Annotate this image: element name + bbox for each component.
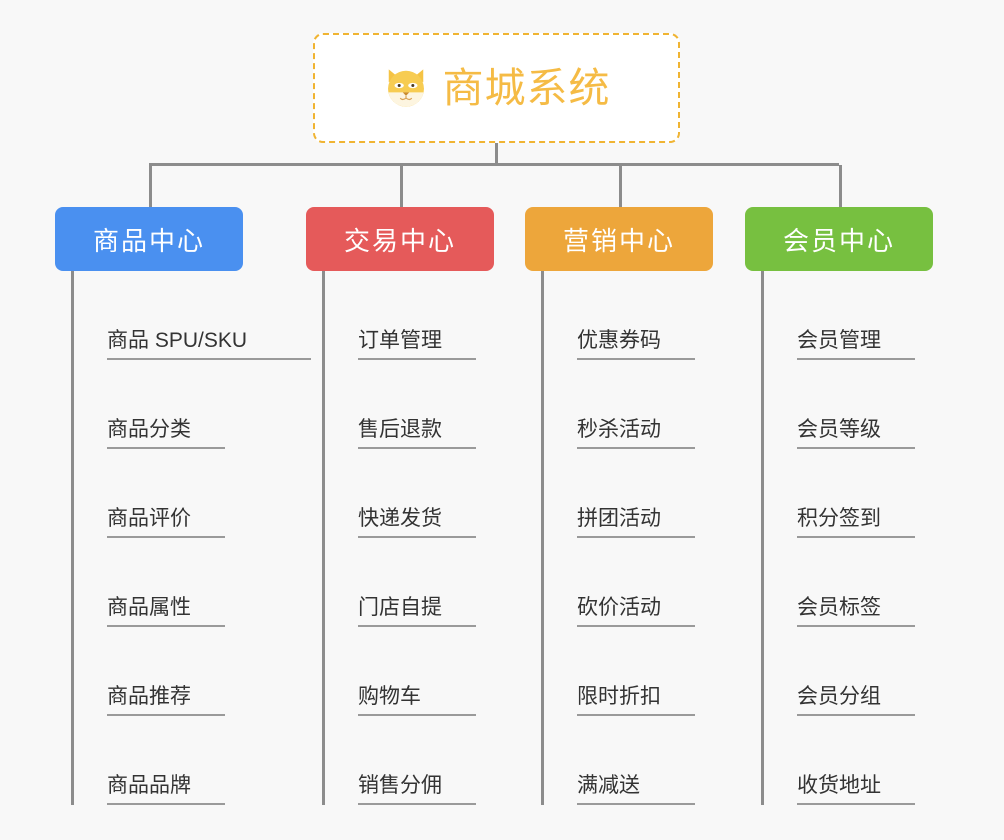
list-item[interactable]: 秒杀活动 — [541, 360, 715, 449]
leaf-label: 积分签到 — [797, 507, 915, 538]
shiba-dog-face-icon — [387, 69, 424, 107]
list-item[interactable]: 订单管理 — [322, 271, 496, 360]
branch-box-0[interactable]: 商品中心 — [55, 207, 243, 271]
leaf-label: 收货地址 — [797, 774, 915, 805]
list-item[interactable]: 购物车 — [322, 627, 496, 716]
branch-spine-3 — [761, 271, 764, 805]
leaf-label: 满减送 — [577, 774, 695, 805]
list-item[interactable]: 会员管理 — [761, 271, 935, 360]
leaf-label: 会员标签 — [797, 596, 915, 627]
leaf-label: 商品推荐 — [107, 685, 225, 716]
branch-spine-1 — [322, 271, 325, 805]
branch-spine-2 — [541, 271, 544, 805]
list-item[interactable]: 快递发货 — [322, 449, 496, 538]
root-node[interactable]: 商城系统 — [313, 33, 680, 143]
list-item[interactable]: 商品评价 — [71, 449, 301, 538]
list-item[interactable]: 商品 SPU/SKU — [71, 271, 311, 360]
leaf-label: 门店自提 — [358, 596, 476, 627]
branch-drop-line-0 — [149, 165, 152, 207]
branch-drop-line-2 — [619, 165, 622, 207]
branch-drop-line-3 — [839, 165, 842, 207]
root-title: 商城系统 — [442, 64, 611, 111]
list-item[interactable]: 会员分组 — [761, 627, 935, 716]
leaf-label: 限时折扣 — [577, 685, 695, 716]
list-item[interactable]: 会员等级 — [761, 360, 935, 449]
branch-box-2[interactable]: 营销中心 — [525, 207, 713, 271]
leaf-label: 商品品牌 — [107, 774, 225, 805]
leaf-label: 商品评价 — [107, 507, 225, 538]
leaf-label: 会员等级 — [797, 418, 915, 449]
branch-drop-line-1 — [400, 165, 403, 207]
leaf-label: 销售分佣 — [358, 774, 476, 805]
list-item[interactable]: 砍价活动 — [541, 538, 715, 627]
branch-bus-line — [149, 163, 839, 166]
leaf-list-2: 优惠券码 秒杀活动 拼团活动 砍价活动 限时折扣 满减送 — [541, 271, 715, 805]
list-item[interactable]: 售后退款 — [322, 360, 496, 449]
leaf-label: 商品 SPU/SKU — [107, 329, 311, 360]
branch-label-1: 交易中心 — [343, 225, 456, 256]
leaf-label: 购物车 — [358, 685, 476, 716]
leaf-list-3: 会员管理 会员等级 积分签到 会员标签 会员分组 收货地址 — [761, 271, 935, 805]
branch-label-2: 营销中心 — [562, 225, 675, 256]
branch-label-3: 会员中心 — [782, 225, 895, 256]
branch-box-3[interactable]: 会员中心 — [745, 207, 933, 271]
list-item[interactable]: 商品分类 — [71, 360, 301, 449]
branch-label-0: 商品中心 — [92, 225, 205, 256]
leaf-label: 砍价活动 — [577, 596, 695, 627]
branch-box-1[interactable]: 交易中心 — [306, 207, 494, 271]
leaf-label: 商品分类 — [107, 418, 225, 449]
list-item[interactable]: 积分签到 — [761, 449, 935, 538]
list-item[interactable]: 拼团活动 — [541, 449, 715, 538]
leaf-label: 快递发货 — [358, 507, 476, 538]
leaf-label: 订单管理 — [358, 329, 476, 360]
leaf-label: 售后退款 — [358, 418, 476, 449]
leaf-label: 拼团活动 — [577, 507, 695, 538]
list-item[interactable]: 商品推荐 — [71, 627, 301, 716]
leaf-label: 秒杀活动 — [577, 418, 695, 449]
list-item[interactable]: 商品品牌 — [71, 716, 301, 805]
list-item[interactable]: 门店自提 — [322, 538, 496, 627]
list-item[interactable]: 优惠券码 — [541, 271, 715, 360]
leaf-label: 会员分组 — [797, 685, 915, 716]
leaf-label: 优惠券码 — [577, 329, 695, 360]
leaf-list-1: 订单管理 售后退款 快递发货 门店自提 购物车 销售分佣 — [322, 271, 496, 805]
leaf-label: 商品属性 — [107, 596, 225, 627]
list-item[interactable]: 收货地址 — [761, 716, 935, 805]
list-item[interactable]: 限时折扣 — [541, 627, 715, 716]
list-item[interactable]: 销售分佣 — [322, 716, 496, 805]
list-item[interactable]: 会员标签 — [761, 538, 935, 627]
leaf-label: 会员管理 — [797, 329, 915, 360]
list-item[interactable]: 满减送 — [541, 716, 715, 805]
root-stem-line — [495, 143, 498, 165]
list-item[interactable]: 商品属性 — [71, 538, 301, 627]
leaf-list-0: 商品 SPU/SKU 商品分类 商品评价 商品属性 商品推荐 商品品牌 — [71, 271, 311, 805]
branch-spine-0 — [71, 271, 74, 805]
